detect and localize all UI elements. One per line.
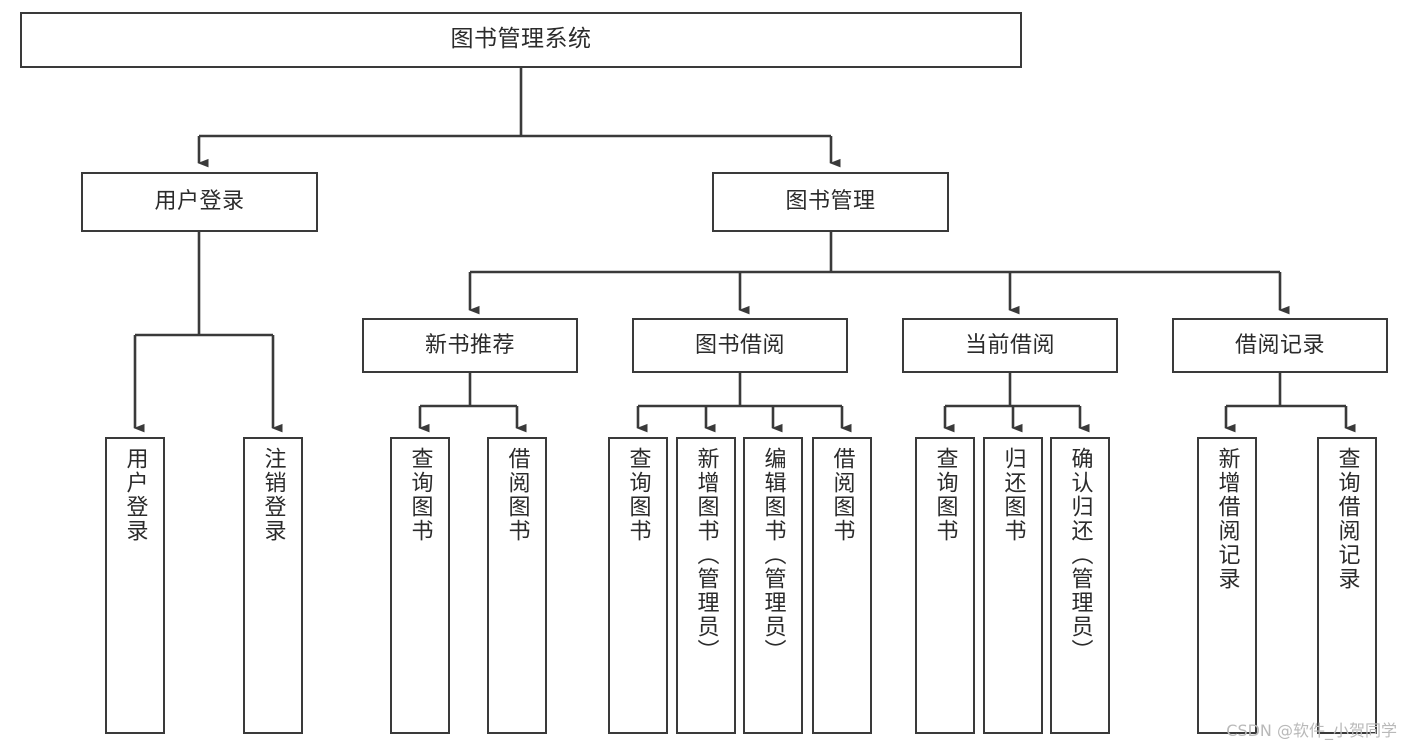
node-label: 新增图书（管理员）	[693, 447, 719, 663]
node-label: 确认归还（管理员）	[1067, 447, 1093, 663]
node-label: 注销登录	[260, 447, 286, 543]
leaf-query-book-current[interactable]: 查询图书	[915, 437, 975, 734]
leaf-borrow-book-borrow[interactable]: 借阅图书	[812, 437, 872, 734]
node-current-borrow[interactable]: 当前借阅	[902, 318, 1118, 373]
leaf-logout-login[interactable]: 注销登录	[243, 437, 303, 734]
node-root-system[interactable]: 图书管理系统	[20, 12, 1022, 68]
leaf-borrow-book-new-recommend[interactable]: 借阅图书	[487, 437, 547, 734]
node-label: 借阅图书	[504, 447, 530, 543]
node-book-borrow[interactable]: 图书借阅	[632, 318, 848, 373]
node-book-management[interactable]: 图书管理	[712, 172, 949, 232]
leaf-return-book[interactable]: 归还图书	[983, 437, 1043, 734]
node-label: 编辑图书（管理员）	[760, 447, 786, 663]
node-label: 借阅记录	[1234, 332, 1325, 358]
node-new-book-recommend[interactable]: 新书推荐	[362, 318, 578, 373]
node-label: 新书推荐	[424, 332, 515, 358]
leaf-query-book-borrow[interactable]: 查询图书	[608, 437, 668, 734]
leaf-add-borrow-record[interactable]: 新增借阅记录	[1197, 437, 1257, 734]
node-label: 图书借阅	[694, 332, 785, 358]
node-user-login[interactable]: 用户登录	[81, 172, 318, 232]
node-label: 用户登录	[154, 189, 245, 215]
node-label: 新增借阅记录	[1214, 447, 1240, 591]
leaf-edit-book-admin[interactable]: 编辑图书（管理员）	[743, 437, 803, 734]
node-borrow-record[interactable]: 借阅记录	[1172, 318, 1388, 373]
node-label: 当前借阅	[964, 332, 1055, 358]
node-label: 用户登录	[122, 447, 148, 543]
leaf-add-book-admin[interactable]: 新增图书（管理员）	[676, 437, 736, 734]
node-label: 查询图书	[407, 447, 433, 543]
node-label: 查询图书	[625, 447, 651, 543]
csdn-watermark: CSDN @软件_小贺同学	[1226, 721, 1397, 740]
leaf-confirm-return-admin[interactable]: 确认归还（管理员）	[1050, 437, 1110, 734]
node-label: 借阅图书	[829, 447, 855, 543]
node-label: 归还图书	[1000, 447, 1026, 543]
node-label: 图书管理	[785, 189, 876, 215]
node-label: 图书管理系统	[450, 26, 592, 53]
node-label: 查询图书	[932, 447, 958, 543]
leaf-query-borrow-record[interactable]: 查询借阅记录	[1317, 437, 1377, 734]
leaf-query-book-new-recommend[interactable]: 查询图书	[390, 437, 450, 734]
node-label: 查询借阅记录	[1334, 447, 1360, 591]
leaf-user-login[interactable]: 用户登录	[105, 437, 165, 734]
